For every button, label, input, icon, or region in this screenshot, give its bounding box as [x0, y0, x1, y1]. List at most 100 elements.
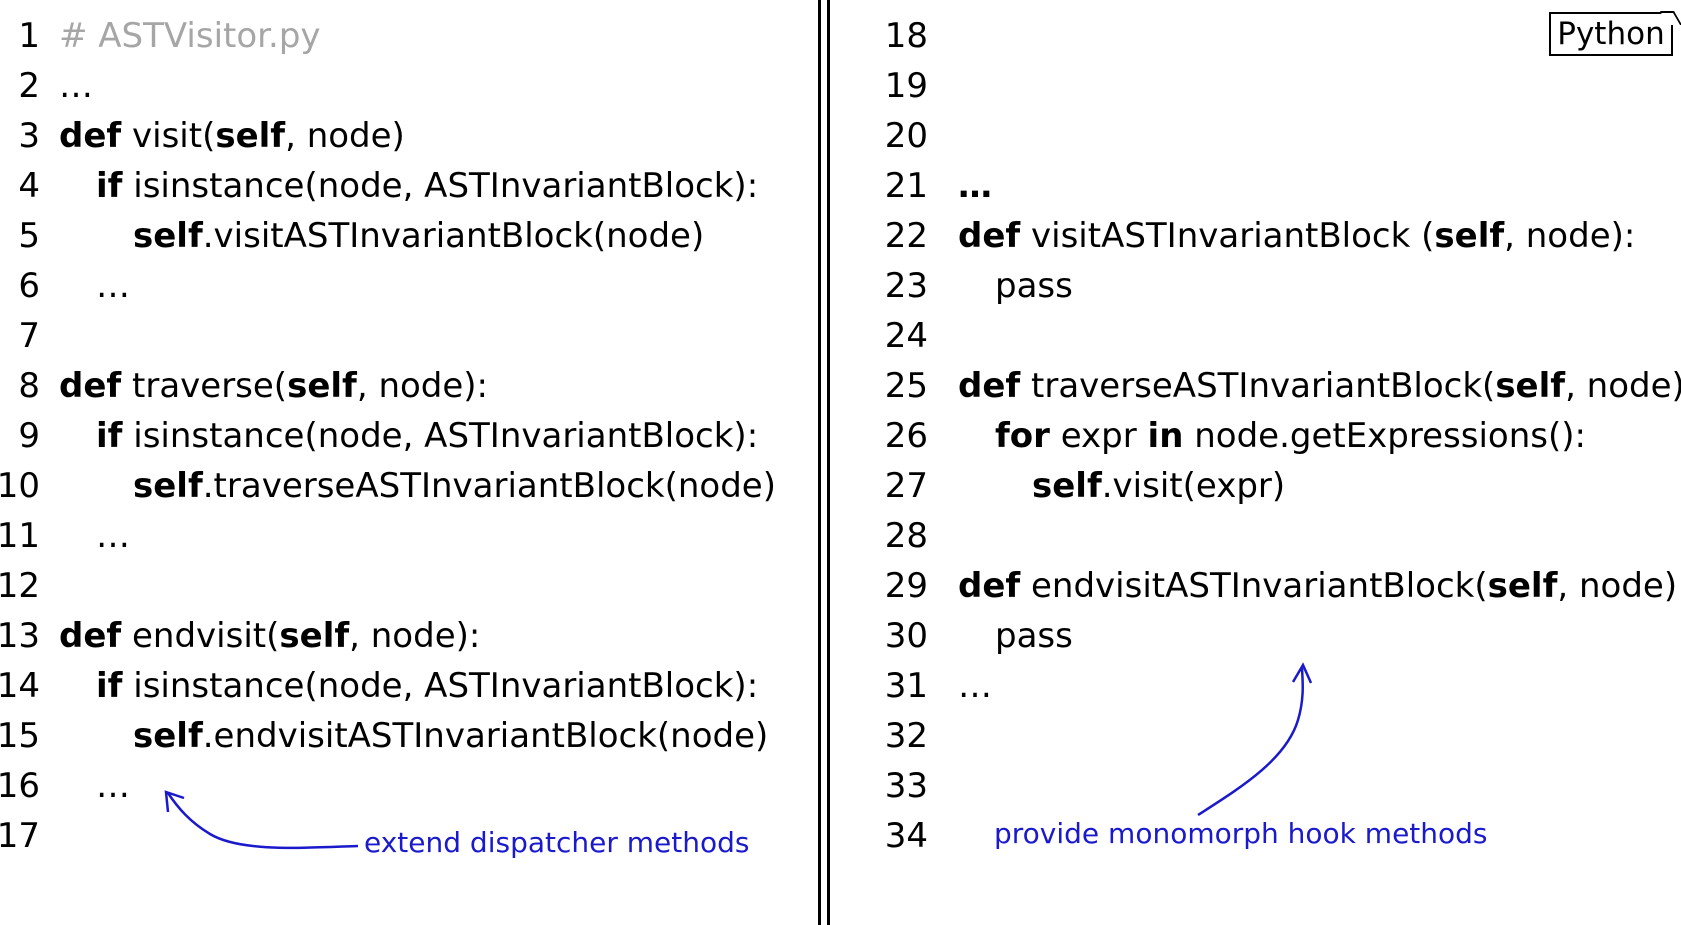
- keyword-token: if: [96, 166, 123, 206]
- code-token: pass: [995, 266, 1073, 306]
- code-token: pass: [995, 616, 1073, 656]
- line-number: 3: [18, 116, 40, 156]
- line-number: 25: [884, 366, 928, 406]
- code-text: self.endvisitASTInvariantBlock(node): [133, 711, 768, 761]
- code-token: visit(: [121, 116, 216, 156]
- code-text: def traverse(self, node):: [59, 361, 488, 411]
- code-text: pass: [995, 261, 1073, 311]
- keyword-token: …: [958, 166, 992, 206]
- line-number: 4: [18, 166, 40, 206]
- code-token: , node):: [1565, 366, 1681, 406]
- keyword-token: in: [1147, 416, 1184, 456]
- line-number: 6: [18, 266, 40, 306]
- column-divider-left: [818, 0, 821, 925]
- line-number: 33: [884, 766, 928, 806]
- keyword-token: self: [1032, 466, 1102, 506]
- line-number: 5: [18, 216, 40, 256]
- code-token: endvisitASTInvariantBlock(: [1020, 566, 1488, 606]
- code-token: visitASTInvariantBlock (: [1020, 216, 1435, 256]
- keyword-token: self: [1495, 366, 1566, 406]
- code-text: def visitASTInvariantBlock (self, node):: [958, 211, 1635, 261]
- line-number: 20: [884, 116, 928, 156]
- code-text: self.visitASTInvariantBlock(node): [133, 211, 704, 261]
- line-number: 34: [884, 816, 928, 856]
- code-token: .endvisitASTInvariantBlock(node): [202, 716, 769, 756]
- line-number: 27: [884, 466, 928, 506]
- code-text: for expr in node.getExpressions():: [995, 411, 1586, 461]
- line-number: 23: [884, 266, 928, 306]
- line-number: 18: [884, 16, 928, 56]
- code-text: pass: [995, 611, 1073, 661]
- code-token: …: [59, 66, 93, 106]
- code-token: node.getExpressions():: [1183, 416, 1586, 456]
- code-text: …: [96, 511, 130, 561]
- code-text: …: [59, 61, 93, 111]
- code-text: …: [96, 261, 130, 311]
- line-number: 11: [0, 516, 40, 556]
- line-number: 7: [18, 316, 40, 356]
- code-token: isinstance(node, ASTInvariantBlock):: [122, 666, 759, 706]
- line-number: 24: [884, 316, 928, 356]
- keyword-token: for: [995, 416, 1050, 456]
- keyword-token: def: [958, 366, 1021, 406]
- code-text: if isinstance(node, ASTInvariantBlock):: [96, 161, 758, 211]
- code-text: def endvisitASTInvariantBlock(self, node…: [958, 561, 1681, 611]
- code-token: …: [958, 666, 992, 706]
- line-number: 28: [884, 516, 928, 556]
- arrow-right-curve: [1197, 667, 1305, 817]
- column-divider-right: [827, 0, 830, 925]
- code-text: …: [96, 761, 130, 811]
- keyword-token: self: [133, 216, 203, 256]
- code-token: endvisit(: [121, 616, 280, 656]
- keyword-token: self: [287, 366, 357, 406]
- line-number: 17: [0, 816, 40, 856]
- line-number: 12: [0, 566, 40, 606]
- code-token: traverse(: [121, 366, 288, 406]
- line-number: 26: [884, 416, 928, 456]
- code-text: def visit(self, node): [59, 111, 405, 161]
- keyword-token: self: [279, 616, 350, 656]
- code-token: …: [96, 266, 130, 306]
- keyword-token: self: [215, 116, 286, 156]
- line-number: 21: [884, 166, 928, 206]
- code-token: expr: [1049, 416, 1148, 456]
- keyword-token: self: [1434, 216, 1505, 256]
- code-token: , node):: [1504, 216, 1636, 256]
- line-number: 1: [18, 16, 40, 56]
- keyword-token: def: [958, 566, 1021, 606]
- code-text: if isinstance(node, ASTInvariantBlock):: [96, 411, 758, 461]
- code-token: , node):: [1557, 566, 1681, 606]
- annotation-right: provide monomorph hook methods: [994, 817, 1488, 850]
- code-text: self.traverseASTInvariantBlock(node): [133, 461, 776, 511]
- arrow-left-curve: [166, 792, 359, 850]
- line-number: 13: [0, 616, 40, 656]
- code-token: , node): [285, 116, 405, 156]
- keyword-token: def: [59, 116, 122, 156]
- code-token: , node):: [349, 616, 481, 656]
- keyword-token: self: [1487, 566, 1558, 606]
- line-number: 2: [18, 66, 40, 106]
- keyword-token: self: [133, 466, 203, 506]
- line-number: 8: [18, 366, 40, 406]
- line-number: 10: [0, 466, 40, 506]
- code-token: …: [96, 516, 130, 556]
- keyword-token: def: [59, 366, 122, 406]
- language-badge: Python: [1549, 12, 1673, 56]
- annotation-left: extend dispatcher methods: [364, 826, 750, 859]
- line-number: 31: [884, 666, 928, 706]
- comment-token: # ASTVisitor.py: [59, 16, 321, 56]
- code-token: isinstance(node, ASTInvariantBlock):: [122, 416, 759, 456]
- code-token: .visitASTInvariantBlock(node): [202, 216, 705, 256]
- code-text: def endvisit(self, node):: [59, 611, 480, 661]
- line-number: 22: [884, 216, 928, 256]
- line-number: 30: [884, 616, 928, 656]
- code-text: if isinstance(node, ASTInvariantBlock):: [96, 661, 758, 711]
- arrow-right-head: [1291, 662, 1313, 684]
- keyword-token: def: [958, 216, 1021, 256]
- code-text: # ASTVisitor.py: [59, 11, 321, 61]
- arrow-left-head: [164, 790, 185, 813]
- code-text: self.visit(expr): [1032, 461, 1285, 511]
- code-text: …: [958, 661, 992, 711]
- code-token: …: [96, 766, 130, 806]
- line-number: 9: [18, 416, 40, 456]
